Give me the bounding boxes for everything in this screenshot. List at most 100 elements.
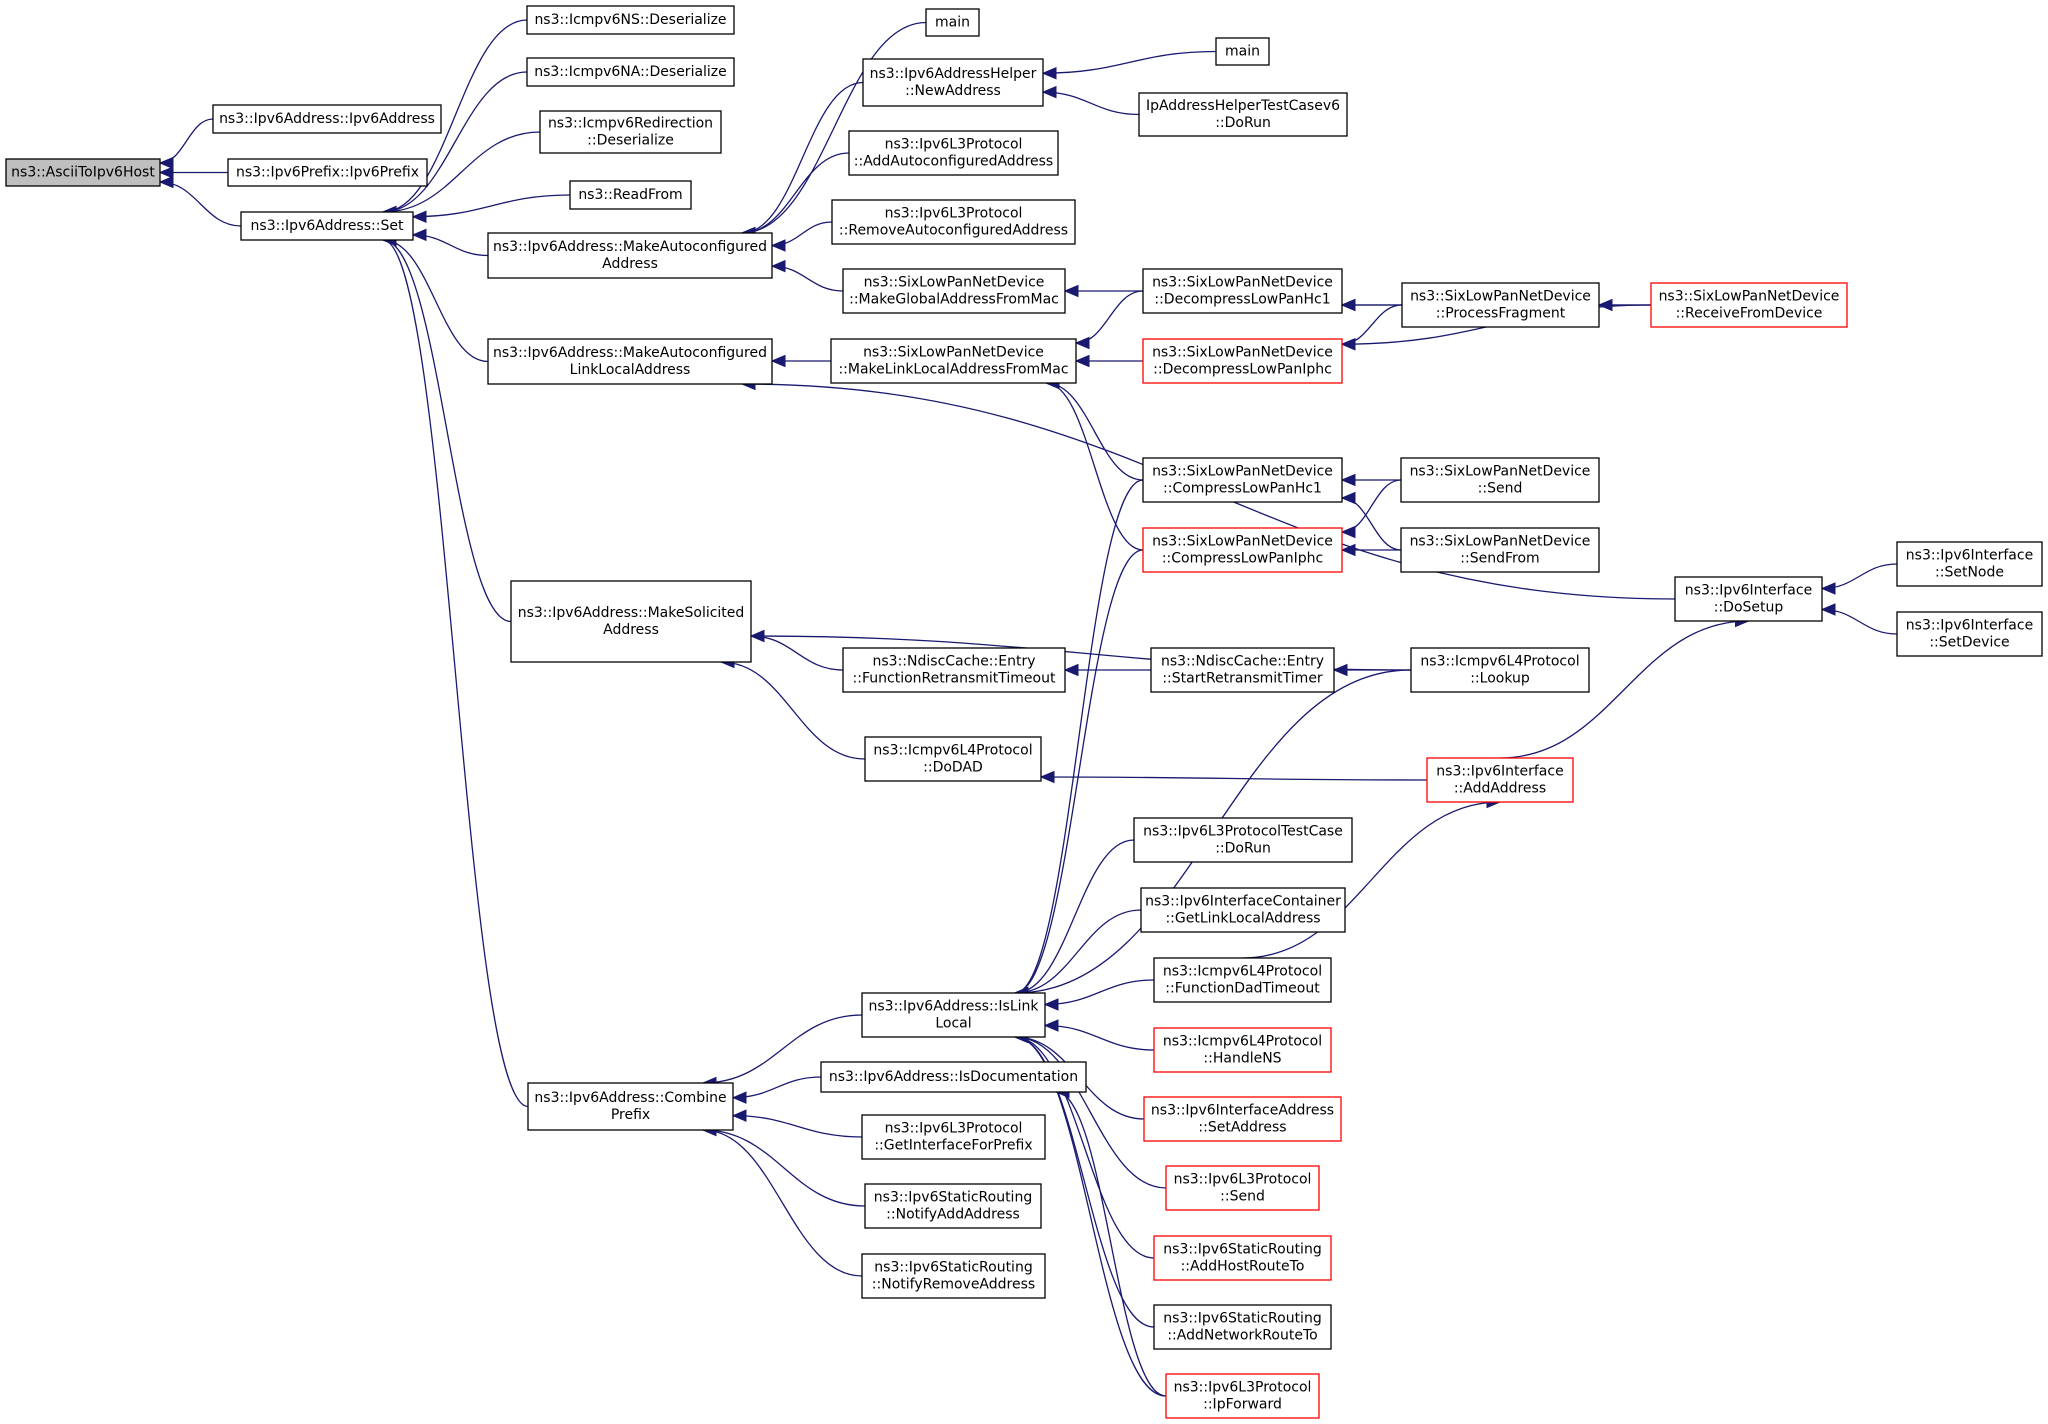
node-ns3-sixlowpannetdevice-makeglobaladdressfrommac[interactable]: ns3::SixLowPanNetDevice::MakeGlobalAddre… xyxy=(842,268,1066,314)
node-ns3-icmpv6ns-deserialize[interactable]: ns3::Icmpv6NS::Deserialize xyxy=(526,5,735,35)
node-label: ::NewAddress xyxy=(905,83,1001,99)
node-box xyxy=(861,1114,1046,1160)
node-label: ns3::SixLowPanNetDevice xyxy=(1659,289,1840,305)
node-label: ::DecompressLowPanHc1 xyxy=(1154,292,1330,308)
node-main[interactable]: main xyxy=(1215,37,1270,66)
node-ns3-ipv6interfacecontainer-getlinklocaladdress[interactable]: ns3::Ipv6InterfaceContainer::GetLinkLoca… xyxy=(1140,887,1346,933)
node-label: ns3::Icmpv6NA::Deserialize xyxy=(534,64,727,80)
node-label: ::MakeGlobalAddressFromMac xyxy=(849,292,1059,308)
edge-funcdad-to-islinklocal xyxy=(1044,979,1155,1006)
node-ns3-ndisccache-entry-startretransmittimer[interactable]: ns3::NdiscCache::Entry::StartRetransmitT… xyxy=(1150,647,1335,693)
edge-ns_deser-to-set xyxy=(382,19,528,213)
node-ns3-ipv6staticrouting-notifyremoveaddress[interactable]: ns3::Ipv6StaticRouting::NotifyRemoveAddr… xyxy=(861,1253,1046,1299)
node-ns3-ipv6staticrouting-addnetworkrouteto[interactable]: ns3::Ipv6StaticRouting::AddNetworkRouteT… xyxy=(1153,1304,1332,1350)
edge-mkglobal-to-makeauto-arrowhead xyxy=(770,259,786,273)
node-label: ::Lookup xyxy=(1470,671,1530,687)
edge-getiface-to-combine xyxy=(732,1115,863,1138)
node-label: ns3::ReadFrom xyxy=(578,187,682,203)
edge-setdevice-to-dosetup-arrowhead xyxy=(1820,603,1836,616)
node-ns3-asciitoipv6host[interactable]: ns3::AsciiToIpv6Host xyxy=(5,158,161,187)
node-label: ::SetDevice xyxy=(1929,635,2009,651)
node-ns3-ipv6address-set[interactable]: ns3::Ipv6Address::Set xyxy=(240,211,414,241)
node-box xyxy=(527,1082,734,1131)
node-box xyxy=(1140,887,1346,933)
node-label: ns3::SixLowPanNetDevice xyxy=(1410,464,1591,480)
node-ns3-ipv6interface-setnode[interactable]: ns3::Ipv6Interface::SetNode xyxy=(1896,541,2043,587)
node-label: main xyxy=(1225,44,1260,60)
node-box xyxy=(1142,338,1343,384)
node-ns3-ipv6interfaceaddress-setaddress[interactable]: ns3::Ipv6InterfaceAddress::SetAddress xyxy=(1143,1096,1342,1142)
node-main[interactable]: main xyxy=(925,8,980,37)
node-box xyxy=(1133,817,1353,863)
node-ns3-ipv6interface-dosetup[interactable]: ns3::Ipv6Interface::DoSetup xyxy=(1674,576,1823,622)
node-label: ns3::Ipv6AddressHelper xyxy=(870,66,1037,82)
edge-addaddress-to-dodad xyxy=(1040,776,1428,781)
node-label: IpAddressHelperTestCasev6 xyxy=(1146,98,1340,114)
node-ns3-ipv6address-ipv6address[interactable]: ns3::Ipv6Address::Ipv6Address xyxy=(212,104,442,134)
node-ns3-icmpv6l4protocol-lookup[interactable]: ns3::Icmpv6L4Protocol::Lookup xyxy=(1410,647,1590,693)
node-label: ns3::Icmpv6Redirection xyxy=(548,116,713,132)
node-label: ::GetInterfaceForPrefix xyxy=(874,1138,1032,1154)
node-ns3-ipv6l3protocol-removeautoconfiguredaddress[interactable]: ns3::Ipv6L3Protocol::RemoveAutoconfigure… xyxy=(831,199,1076,245)
node-ns3-ipv6interface-setdevice[interactable]: ns3::Ipv6Interface::SetDevice xyxy=(1896,611,2043,657)
node-ns3-sixlowpannetdevice-send[interactable]: ns3::SixLowPanNetDevice::Send xyxy=(1400,457,1600,503)
edge-set-to-root xyxy=(159,181,242,227)
node-label: ::GetLinkLocalAddress xyxy=(1165,911,1320,927)
node-label: ::AddNetworkRouteTo xyxy=(1167,1328,1317,1344)
edge-handlens-to-islinklocal-arrowhead xyxy=(1043,1019,1059,1032)
node-ns3-sixlowpannetdevice-receivefromdevice[interactable]: ns3::SixLowPanNetDevice::ReceiveFromDevi… xyxy=(1650,282,1848,328)
edge-combine-to-set xyxy=(382,239,529,1108)
node-ns3-ipv6staticrouting-addhostrouteto[interactable]: ns3::Ipv6StaticRouting::AddHostRouteTo xyxy=(1153,1235,1332,1281)
edge-dodad-to-makesol xyxy=(720,661,866,760)
node-ns3-sixlowpannetdevice-makelinklocaladdressfrommac[interactable]: ns3::SixLowPanNetDevice::MakeLinkLocalAd… xyxy=(830,338,1077,384)
node-ns3-ipv6l3protocoltestcase-dorun[interactable]: ns3::Ipv6L3ProtocolTestCase::DoRun xyxy=(1133,817,1353,863)
node-ns3-ipv6staticrouting-notifyaddaddress[interactable]: ns3::Ipv6StaticRouting::NotifyAddAddress xyxy=(864,1183,1042,1229)
node-box xyxy=(1142,268,1343,314)
node-ns3-readfrom[interactable]: ns3::ReadFrom xyxy=(569,180,692,210)
node-box xyxy=(1896,611,2043,657)
edge-set-to-root-arrowhead xyxy=(158,175,174,189)
node-ns3-ipv6l3protocol-ipforward[interactable]: ns3::Ipv6L3Protocol::IpForward xyxy=(1165,1373,1320,1419)
node-ns3-ipv6address-makeautoconfigured-linklocaladdress[interactable]: ns3::Ipv6Address::MakeAutoconfiguredLink… xyxy=(487,338,773,385)
node-ns3-sixlowpannetdevice-decompresslowpanhc1[interactable]: ns3::SixLowPanNetDevice::DecompressLowPa… xyxy=(1142,268,1343,314)
node-box xyxy=(848,130,1059,176)
node-ns3-sixlowpannetdevice-decompresslowpaniphc[interactable]: ns3::SixLowPanNetDevice::DecompressLowPa… xyxy=(1142,338,1343,384)
node-box xyxy=(1142,527,1343,573)
edge-getll-to-islinklocal xyxy=(1014,909,1142,994)
node-ns3-ipv6address-isdocumentation[interactable]: ns3::Ipv6Address::IsDocumentation xyxy=(820,1061,1087,1093)
edge-setnode-to-dosetup-arrowhead xyxy=(1820,582,1836,595)
node-label: ::DecompressLowPanIphc xyxy=(1153,362,1332,378)
node-ns3-ipv6address-makeautoconfigured-address[interactable]: ns3::Ipv6Address::MakeAutoconfiguredAddr… xyxy=(487,232,773,279)
node-ipaddresshelpertestcasev6-dorun[interactable]: IpAddressHelperTestCasev6::DoRun xyxy=(1138,92,1348,137)
node-label: ::FunctionRetransmitTimeout xyxy=(853,671,1056,687)
node-ns3-icmpv6l4protocol-dodad[interactable]: ns3::Icmpv6L4Protocol::DoDAD xyxy=(864,736,1042,782)
edge-main2-to-newaddr xyxy=(1042,50,1217,74)
node-label: ::AddHostRouteTo xyxy=(1181,1259,1305,1275)
node-ns3-ipv6l3protocol-send[interactable]: ns3::Ipv6L3Protocol::Send xyxy=(1165,1165,1320,1211)
node-ns3-icmpv6l4protocol-functiondadtimeout[interactable]: ns3::Icmpv6L4Protocol::FunctionDadTimeou… xyxy=(1153,957,1332,1003)
node-ns3-ipv6addresshelper-newaddress[interactable]: ns3::Ipv6AddressHelper::NewAddress xyxy=(862,58,1044,107)
node-ns3-ndisccache-entry-functionretransmittimeout[interactable]: ns3::NdiscCache::Entry::FunctionRetransm… xyxy=(842,647,1066,693)
node-ns3-icmpv6l4protocol-handlens[interactable]: ns3::Icmpv6L4Protocol::HandleNS xyxy=(1153,1027,1332,1073)
node-ns3-ipv6l3protocol-getinterfaceforprefix[interactable]: ns3::Ipv6L3Protocol::GetInterfaceForPref… xyxy=(861,1114,1046,1160)
node-box xyxy=(864,736,1042,782)
node-ns3-ipv6prefix-ipv6prefix[interactable]: ns3::Ipv6Prefix::Ipv6Prefix xyxy=(227,158,428,187)
node-ns3-icmpv6redirection-deserialize[interactable]: ns3::Icmpv6Redirection::Deserialize xyxy=(539,110,722,154)
node-label: ns3::Ipv6Interface xyxy=(1685,583,1812,599)
node-ns3-sixlowpannetdevice-processfragment[interactable]: ns3::SixLowPanNetDevice::ProcessFragment xyxy=(1401,282,1600,328)
node-box xyxy=(1401,282,1600,328)
node-ns3-ipv6interface-addaddress[interactable]: ns3::Ipv6Interface::AddAddress xyxy=(1426,757,1574,803)
edge-notifyadd-to-combine xyxy=(702,1129,866,1207)
node-label: Local xyxy=(935,1016,971,1032)
node-ns3-ipv6l3protocol-addautoconfiguredaddress[interactable]: ns3::Ipv6L3Protocol::AddAutoconfiguredAd… xyxy=(848,130,1059,176)
node-label: ns3::Ipv6StaticRouting xyxy=(874,1260,1032,1276)
edge-sendfrom-to-comphc1-arrowhead xyxy=(1340,491,1356,505)
node-box xyxy=(227,158,428,187)
node-ns3-sixlowpannetdevice-sendfrom[interactable]: ns3::SixLowPanNetDevice::SendFrom xyxy=(1400,527,1600,573)
node-ns3-icmpv6na-deserialize[interactable]: ns3::Icmpv6NA::Deserialize xyxy=(526,57,735,87)
node-ns3-sixlowpannetdevice-compresslowpaniphc[interactable]: ns3::SixLowPanNetDevice::CompressLowPanI… xyxy=(1142,527,1343,573)
node-ns3-sixlowpannetdevice-compresslowpanhc1[interactable]: ns3::SixLowPanNetDevice::CompressLowPanH… xyxy=(1142,457,1343,503)
